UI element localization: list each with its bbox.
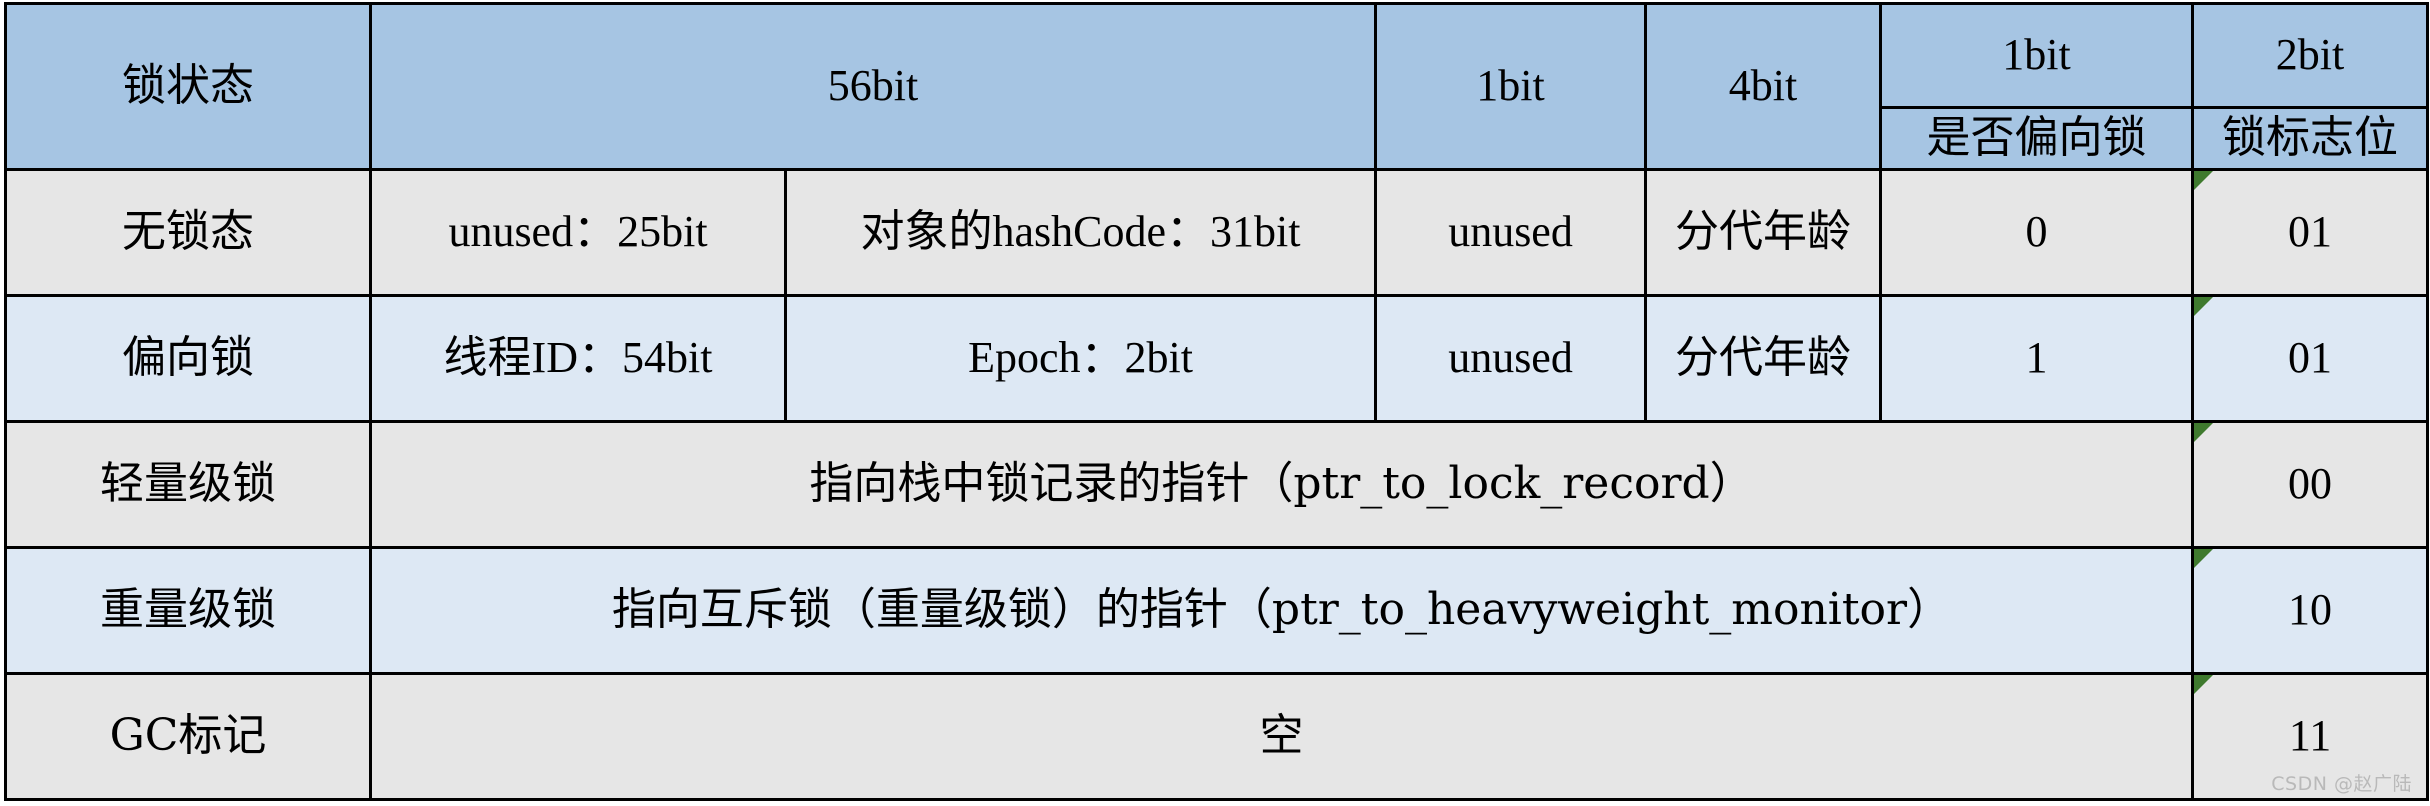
object-header-markword-table: 锁状态 56bit 1bit 4bit 1bit 2bit 是否偏向锁 锁标志位… bbox=[4, 2, 2430, 801]
cell-lock-flag-value: 11 bbox=[2191, 672, 2430, 801]
cell-lock-state: 轻量级锁 bbox=[4, 420, 372, 549]
cell-bias-value: 0 bbox=[1879, 168, 2195, 297]
cell-lock-flag-value: 01 bbox=[2191, 294, 2430, 423]
cell-lock-flag-text: 01 bbox=[2288, 333, 2333, 383]
cell-lock-state: 偏向锁 bbox=[4, 294, 372, 423]
header-cell-1bit: 1bit bbox=[1374, 2, 1648, 171]
cell-pointer-description: 空 bbox=[368, 672, 2195, 801]
header-cell-lock-state: 锁状态 bbox=[4, 2, 372, 171]
header-cell-is-biased-lock: 是否偏向锁 bbox=[1879, 106, 2195, 171]
table-row: 轻量级锁 指向栈中锁记录的指针（ptr_to_lock_record） 00 bbox=[4, 420, 2430, 549]
table-row: 偏向锁 线程ID：54bit Epoch：2bit unused 分代年龄 1 … bbox=[4, 294, 2430, 423]
cell-field-a: unused：25bit bbox=[369, 168, 787, 297]
cell-lock-flag-text: 10 bbox=[2288, 585, 2333, 635]
cell-lock-state: GC标记 bbox=[4, 672, 372, 801]
comment-marker-icon bbox=[2194, 549, 2214, 568]
cell-field-b: 对象的hashCode：31bit bbox=[783, 168, 1378, 297]
cell-lock-state: 无锁态 bbox=[4, 168, 372, 297]
cell-lock-flag-value: 01 bbox=[2191, 168, 2430, 297]
cell-lock-flag-value: 10 bbox=[2191, 546, 2430, 675]
cell-generational-age: 分代年龄 bbox=[1644, 294, 1883, 423]
header-cell-56bit: 56bit bbox=[368, 2, 1378, 171]
cell-field-b: Epoch：2bit bbox=[783, 294, 1378, 423]
header-cell-lock-flag: 锁标志位 bbox=[2191, 106, 2430, 171]
table-row: GC标记 空 11 bbox=[4, 672, 2430, 801]
cell-lock-flag-text: 00 bbox=[2288, 459, 2333, 509]
comment-marker-icon bbox=[2194, 297, 2214, 316]
comment-marker-icon bbox=[2194, 171, 2214, 190]
table-row: 重量级锁 指向互斥锁（重量级锁）的指针（ptr_to_heavyweight_m… bbox=[4, 546, 2430, 675]
watermark: CSDN @赵广陆 bbox=[2271, 773, 2412, 795]
comment-marker-icon bbox=[2194, 423, 2214, 442]
table-row: 无锁态 unused：25bit 对象的hashCode：31bit unuse… bbox=[4, 168, 2430, 297]
header-row-secondary: 是否偏向锁 锁标志位 bbox=[6, 106, 2430, 171]
header-row-primary: 锁状态 56bit 1bit 4bit 1bit 2bit bbox=[4, 2, 2430, 171]
cell-lock-flag-text: 01 bbox=[2288, 207, 2333, 257]
cell-unused: unused bbox=[1374, 168, 1648, 297]
cell-generational-age: 分代年龄 bbox=[1644, 168, 1883, 297]
cell-bias-value: 1 bbox=[1879, 294, 2195, 423]
cell-lock-flag-value: 00 bbox=[2191, 420, 2430, 549]
cell-pointer-description: 指向栈中锁记录的指针（ptr_to_lock_record） bbox=[368, 420, 2195, 549]
cell-pointer-description: 指向互斥锁（重量级锁）的指针（ptr_to_heavyweight_monito… bbox=[368, 546, 2195, 675]
cell-lock-flag-text: 11 bbox=[2288, 711, 2332, 761]
header-cell-bias-bits: 1bit bbox=[1879, 2, 2195, 109]
cell-field-a: 线程ID：54bit bbox=[369, 294, 787, 423]
cell-lock-state: 重量级锁 bbox=[4, 546, 372, 675]
header-cell-4bit: 4bit bbox=[1644, 2, 1883, 171]
header-cell-flag-bits: 2bit bbox=[2191, 2, 2430, 109]
cell-unused: unused bbox=[1374, 294, 1648, 423]
comment-marker-icon bbox=[2194, 675, 2214, 694]
